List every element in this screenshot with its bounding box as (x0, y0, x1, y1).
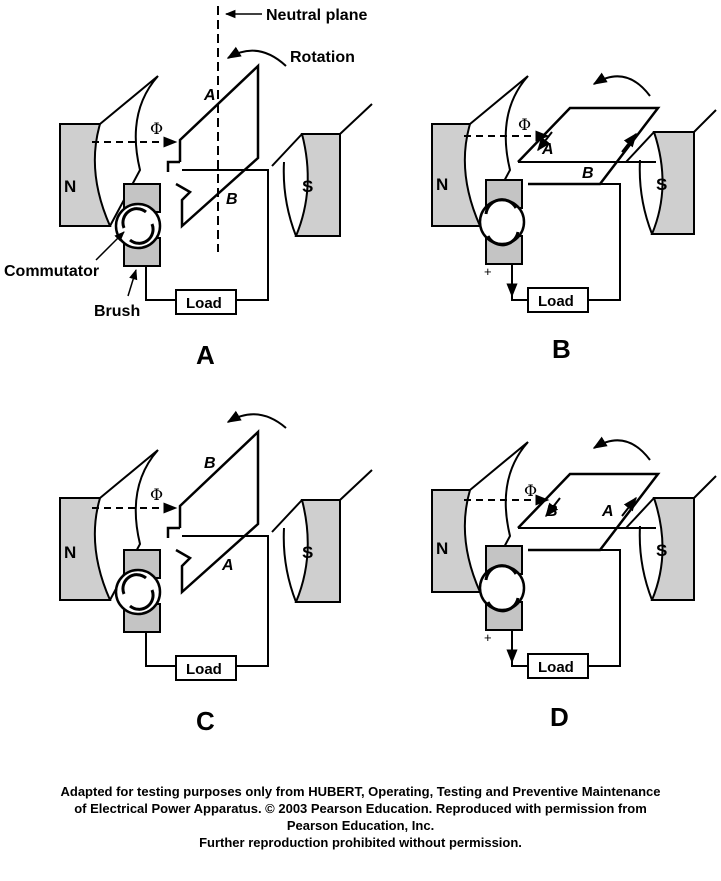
rotation-arrow (226, 410, 287, 429)
load-box (527, 287, 589, 313)
armature-coil (517, 472, 661, 552)
north-label: N (64, 543, 76, 562)
load-label: Load (186, 661, 222, 678)
brush-label: Brush (94, 303, 140, 320)
load-label: Load (186, 295, 222, 312)
load-label: Load (538, 659, 574, 676)
north-pole: N (431, 75, 529, 227)
north-label: N (436, 539, 448, 558)
north-label: N (436, 175, 448, 194)
coil-side-bottom: B (226, 191, 238, 208)
armature-coil (175, 429, 260, 595)
load-box (175, 289, 237, 315)
flux-symbol: Φ (524, 481, 537, 500)
caption-line-3: Pearson Education, Inc. (286, 818, 435, 833)
caption-line-4: Further reproduction prohibited without … (199, 835, 522, 850)
armature-coil (175, 63, 260, 229)
coil-side-top: A (203, 87, 216, 104)
south-pole: S (625, 109, 717, 235)
rotation-arrow (592, 436, 651, 461)
south-label: S (656, 175, 667, 194)
load-label: Load (538, 293, 574, 310)
panel-letter-b: B (552, 334, 571, 364)
south-label: S (302, 177, 313, 196)
south-pole: S (625, 475, 717, 601)
panel-a: N S Φ Neutral plane Rotation A B Load (4, 6, 373, 370)
rotation-arrow (226, 46, 287, 67)
panel-letter-a: A (196, 340, 215, 370)
load-box (175, 655, 237, 681)
coil-side-top: B (204, 455, 216, 472)
load-box (527, 653, 589, 679)
flux-symbol: Φ (150, 485, 163, 504)
caption-line-2: of Electrical Power Apparatus. © 2003 Pe… (74, 801, 647, 816)
source-caption: Adapted for testing purposes only from H… (0, 783, 721, 851)
panel-b: N S Φ A B + Load B (431, 72, 717, 364)
panel-c: N S Φ B A Load C (59, 410, 373, 736)
coil-side-top: A (541, 141, 554, 158)
coil-side-bottom: A (601, 503, 614, 520)
south-label: S (656, 541, 667, 560)
coil-side-bottom: A (221, 557, 234, 574)
south-pole: S (271, 103, 373, 237)
neutral-plane-label: Neutral plane (266, 7, 367, 24)
plus-sign: + (484, 264, 492, 279)
flux-symbol: Φ (518, 115, 531, 134)
rotation-arrow (592, 72, 651, 97)
panel-letter-c: C (196, 706, 215, 736)
north-label: N (64, 177, 76, 196)
coil-side-bottom: B (582, 165, 594, 182)
south-pole: S (271, 469, 373, 603)
caption-line-1: Adapted for testing purposes only from H… (60, 784, 661, 799)
panel-letter-d: D (550, 702, 569, 732)
plus-sign: + (484, 630, 492, 645)
coil-side-top: B (546, 503, 558, 520)
commutator-label: Commutator (4, 263, 99, 280)
north-pole: N (59, 75, 159, 227)
flux-symbol: Φ (150, 119, 163, 138)
rotation-label: Rotation (290, 49, 355, 66)
south-label: S (302, 543, 313, 562)
north-pole: N (59, 449, 159, 601)
panel-d: N S Φ B A + Load D (431, 436, 717, 732)
